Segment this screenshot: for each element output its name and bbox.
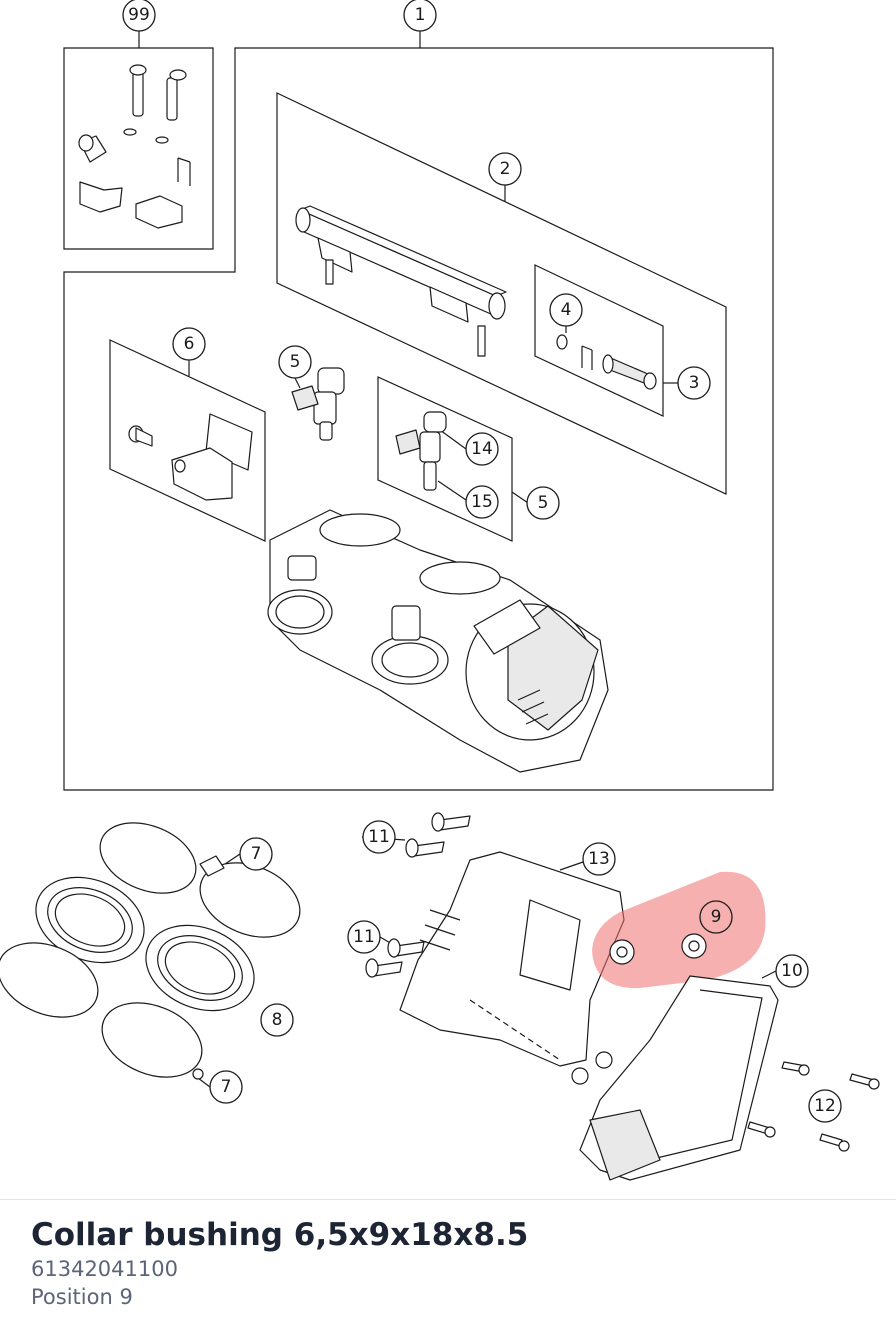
throttle-body <box>268 510 608 772</box>
callout-13[interactable]: 13 <box>583 843 615 875</box>
kit-99-parts <box>79 65 190 228</box>
callout-11-top[interactable]: 11 <box>363 821 395 853</box>
clamps-and-boots <box>0 810 311 1091</box>
connector-3-parts <box>557 335 656 389</box>
callout-label: 8 <box>272 1010 283 1030</box>
bracket-13-parts <box>366 813 624 1084</box>
leader-lines <box>139 31 776 1087</box>
sensor-6-parts <box>129 414 252 500</box>
group-frames <box>64 48 773 790</box>
callout-label: 1 <box>415 5 426 25</box>
part-number: 61342041100 <box>31 1257 178 1281</box>
callout-label: 9 <box>711 907 722 927</box>
callout-label: 11 <box>353 927 375 947</box>
injector-parts <box>292 368 446 490</box>
callout-8[interactable]: 8 <box>261 1004 293 1036</box>
fuel-rail-2 <box>296 206 506 356</box>
connector-3-box <box>535 265 663 416</box>
callout-99[interactable]: 99 <box>123 0 155 31</box>
callout-6[interactable]: 6 <box>173 328 205 360</box>
callout-10[interactable]: 10 <box>776 955 808 987</box>
callout-5-group[interactable]: 5 <box>527 487 559 519</box>
callout-label: 14 <box>471 439 493 459</box>
callout-label: 6 <box>184 334 195 354</box>
callout-label: 99 <box>128 5 150 25</box>
part-info-panel: Collar bushing 6,5x9x18x8.5 61342041100 … <box>31 1215 871 1311</box>
callout-label: 2 <box>500 159 511 179</box>
fuel-rail-2-box <box>277 93 726 494</box>
callout-9[interactable]: 9 <box>700 901 732 933</box>
info-divider <box>0 1199 896 1200</box>
callout-label: 13 <box>588 849 610 869</box>
callout-2[interactable]: 2 <box>489 153 521 185</box>
part-9-highlight <box>592 871 766 989</box>
callout-label: 7 <box>221 1077 232 1097</box>
callout-15[interactable]: 15 <box>466 486 498 518</box>
callout-label: 10 <box>781 961 803 981</box>
callout-4[interactable]: 4 <box>550 294 582 326</box>
callout-7-top[interactable]: 7 <box>240 838 272 870</box>
callout-label: 4 <box>561 300 572 320</box>
injector-5-box <box>378 377 512 541</box>
exploded-parts-diagram: 99 1 2 4 3 6 5 14 15 5 7 8 7 11 11 13 9 … <box>0 0 896 1200</box>
callout-1[interactable]: 1 <box>404 0 436 31</box>
part-position: Position 9 <box>31 1285 133 1309</box>
callout-label: 5 <box>538 493 549 513</box>
callout-7-bottom[interactable]: 7 <box>210 1071 242 1103</box>
callout-11-bottom[interactable]: 11 <box>348 921 380 953</box>
callout-label: 5 <box>290 352 301 372</box>
callout-label: 11 <box>368 827 390 847</box>
collar-bushings-9 <box>610 934 706 964</box>
callout-12[interactable]: 12 <box>809 1090 841 1122</box>
callout-5-single[interactable]: 5 <box>279 346 311 378</box>
callout-label: 3 <box>689 373 700 393</box>
callout-label: 7 <box>251 844 262 864</box>
callout-label: 12 <box>814 1096 836 1116</box>
callout-label: 15 <box>471 492 493 512</box>
callout-3[interactable]: 3 <box>678 367 710 399</box>
sensor-6-box <box>110 340 265 541</box>
callout-14[interactable]: 14 <box>466 433 498 465</box>
part-title: Collar bushing 6,5x9x18x8.5 <box>31 1217 529 1253</box>
cover-10-parts <box>580 976 879 1180</box>
assembly-1-frame <box>64 48 773 790</box>
